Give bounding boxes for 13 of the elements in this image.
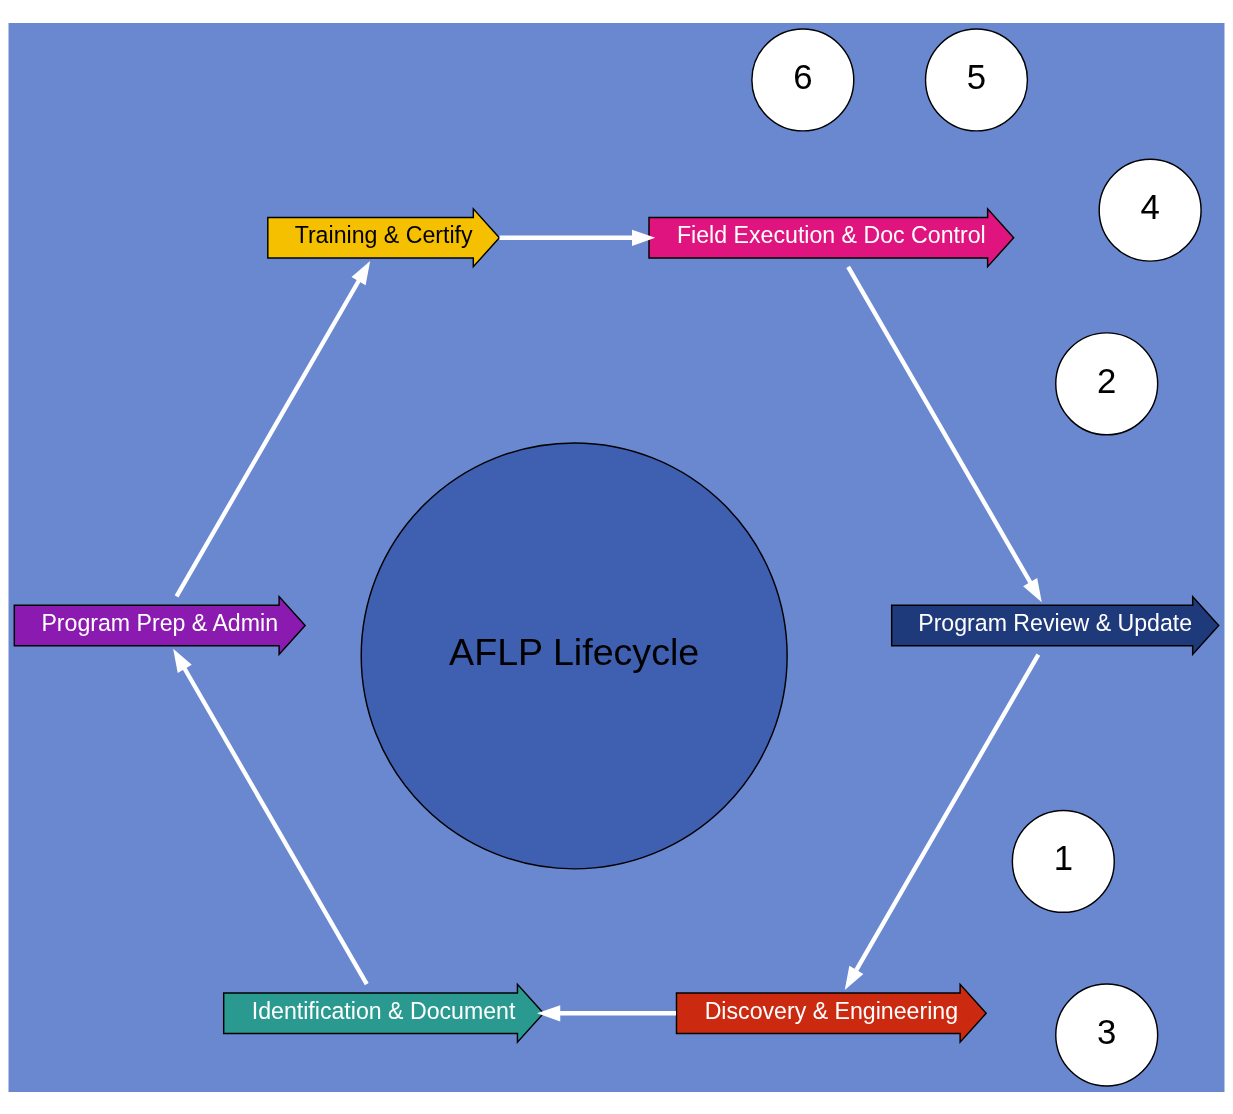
- arrow: [499, 229, 656, 246]
- arrow: [844, 653, 1041, 990]
- arrow: [846, 265, 1042, 602]
- arrow: [174, 260, 371, 597]
- arrow: [173, 648, 369, 985]
- node-circle: AFLP Lifecycle: [360, 441, 788, 870]
- node-circle: 3: [1055, 982, 1159, 1087]
- node-circle: 5: [924, 27, 1029, 132]
- node-circle: 2: [1055, 331, 1159, 435]
- arrow: [537, 1004, 676, 1021]
- node-circle: 1: [1011, 809, 1115, 913]
- node-circle: 4: [1098, 158, 1202, 262]
- node-circle: 6: [751, 27, 855, 132]
